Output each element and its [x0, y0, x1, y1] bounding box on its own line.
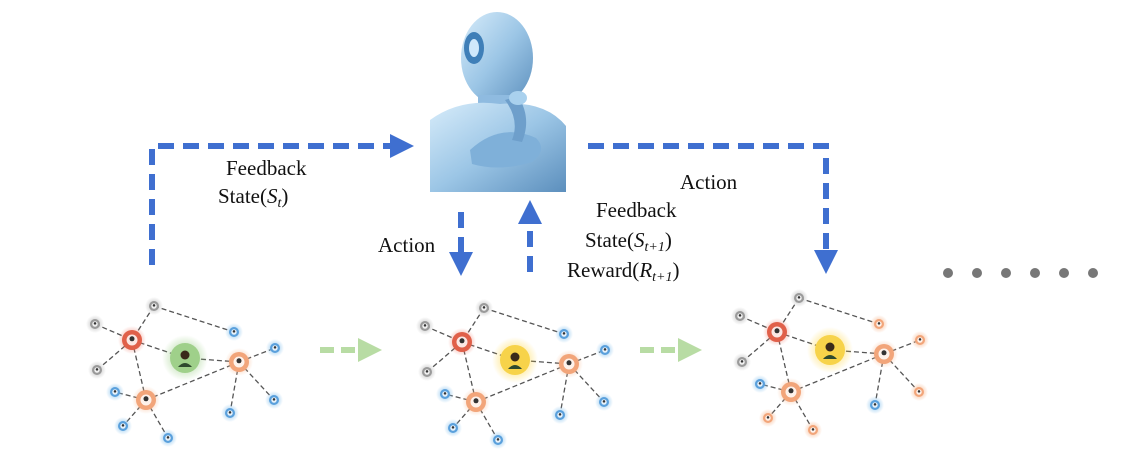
- action-label-middle: Action: [378, 233, 436, 257]
- person-icon: [180, 350, 190, 360]
- person-head-icon: [797, 296, 801, 299]
- person-head-icon: [482, 306, 486, 309]
- action-arrowhead-right: [814, 250, 838, 274]
- transition-arrowhead-1: [358, 338, 382, 362]
- person-head-icon: [121, 424, 125, 427]
- person-head-icon: [918, 338, 922, 341]
- person-body-icon: [823, 355, 837, 359]
- person-head-icon: [423, 324, 427, 327]
- graph-initial-edge: [153, 305, 235, 333]
- person-head-icon: [473, 398, 479, 404]
- person-head-icon: [558, 413, 562, 416]
- person-head-icon: [788, 388, 794, 394]
- graph-step-2-edge: [798, 297, 880, 325]
- person-head-icon: [232, 330, 236, 333]
- feedback-label-right: Feedback: [596, 198, 677, 222]
- transition-arrowhead-2: [678, 338, 702, 362]
- state-label-right: State(St+1): [585, 228, 672, 255]
- person-head-icon: [273, 346, 277, 349]
- ellipsis-dot: [943, 268, 953, 278]
- ellipsis-dot: [1088, 268, 1098, 278]
- person-icon: [510, 352, 520, 362]
- person-head-icon: [443, 392, 447, 395]
- feedback-arrowhead-left: [390, 134, 414, 158]
- person-head-icon: [566, 360, 572, 366]
- ellipsis-dot: [1030, 268, 1040, 278]
- person-head-icon: [425, 370, 429, 373]
- person-head-icon: [873, 403, 877, 406]
- graph-step-1-edge: [483, 307, 565, 335]
- person-head-icon: [562, 332, 566, 335]
- graph-step-1-edge: [475, 363, 570, 403]
- person-head-icon: [459, 338, 465, 344]
- person-head-icon: [129, 336, 135, 342]
- person-head-icon: [451, 426, 455, 429]
- person-head-icon: [152, 304, 156, 307]
- person-head-icon: [774, 328, 780, 334]
- action-arrowhead-middle: [449, 252, 473, 276]
- graph-initial-edge: [145, 361, 240, 401]
- ellipsis-dot: [972, 268, 982, 278]
- person-head-icon: [496, 438, 500, 441]
- person-head-icon: [272, 398, 276, 401]
- state-label-left: State(St): [218, 184, 289, 211]
- person-head-icon: [758, 382, 762, 385]
- person-head-icon: [740, 360, 744, 363]
- person-head-icon: [738, 314, 742, 317]
- robot-thinking-icon: [430, 12, 566, 192]
- feedback-label-left: Feedback: [226, 156, 307, 180]
- person-head-icon: [602, 400, 606, 403]
- person-head-icon: [166, 436, 170, 439]
- graph-step-2-edge: [790, 353, 885, 393]
- action-label-right: Action: [680, 170, 738, 194]
- person-head-icon: [603, 348, 607, 351]
- person-head-icon: [877, 322, 881, 325]
- person-icon: [825, 342, 835, 352]
- person-head-icon: [95, 368, 99, 371]
- ellipsis-dot: [1001, 268, 1011, 278]
- feedback-arrow-left: [149, 143, 392, 265]
- person-head-icon: [113, 390, 117, 393]
- ellipsis-dot: [1059, 268, 1069, 278]
- person-body-icon: [508, 365, 522, 369]
- person-head-icon: [811, 428, 815, 431]
- reward-label-right: Reward(Rt+1): [567, 258, 680, 285]
- person-body-icon: [178, 363, 192, 367]
- person-head-icon: [766, 416, 770, 419]
- person-head-icon: [236, 358, 242, 364]
- person-head-icon: [228, 411, 232, 414]
- action-arrow-right: [588, 143, 829, 252]
- person-head-icon: [143, 396, 149, 402]
- person-head-icon: [93, 322, 97, 325]
- person-head-icon: [881, 350, 887, 356]
- feedback-arrowhead-middle: [518, 200, 542, 224]
- person-head-icon: [917, 390, 921, 393]
